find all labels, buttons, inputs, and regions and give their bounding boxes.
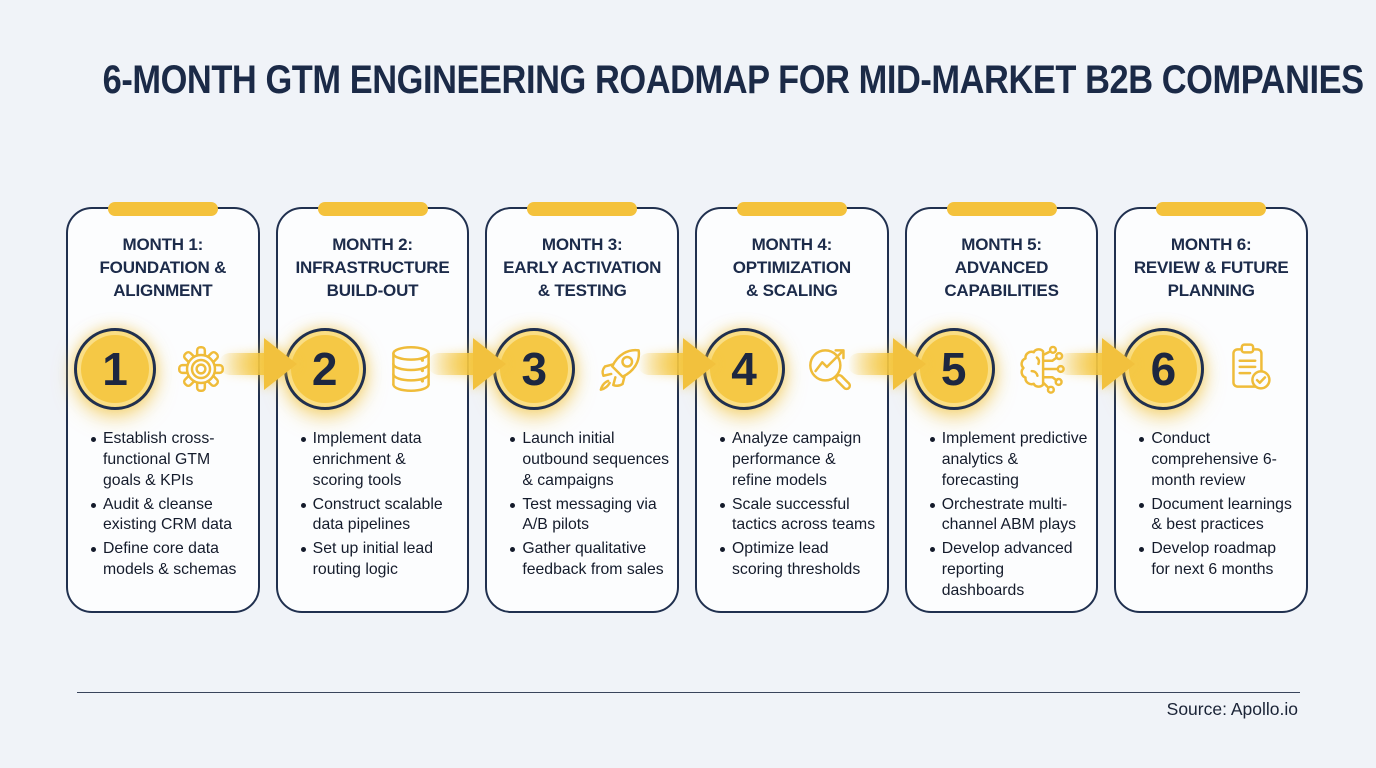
bullet-item: Analyze campaign performance & refine mo… (719, 429, 879, 492)
month-name-line: & TESTING (537, 281, 627, 300)
month-name-line: FOUNDATION & (99, 258, 227, 277)
step-number: 5 (940, 343, 967, 395)
month-card-3: MONTH 3: EARLY ACTIVATION & TESTING 3 La… (485, 201, 680, 613)
month-title: MONTH 1: FOUNDATION & ALIGNMENT (68, 233, 258, 311)
bullet-item: Establish cross-functional GTM goals & K… (90, 429, 250, 492)
month-card-4: MONTH 4: OPTIMIZATION & SCALING 4 Analyz… (695, 201, 889, 613)
month-name-line: ADVANCED (954, 258, 1049, 277)
bullet-item: Develop advanced reporting dashboards (929, 539, 1089, 602)
bullet-item: Audit & cleanse existing CRM data (90, 495, 250, 537)
bullet-list: Implement predictive analytics & forecas… (907, 429, 1097, 602)
clipboard-check-icon (1220, 340, 1278, 398)
footer-divider (77, 692, 1300, 693)
month-card-2: MONTH 2: INFRASTRUCTURE BUILD-OUT 2 (275, 201, 470, 613)
card-top-tab (317, 201, 428, 216)
step-number: 2 (311, 343, 338, 395)
card-top-tab (527, 201, 638, 216)
bullet-list: Conduct comprehensive 6-month review Doc… (1116, 429, 1306, 581)
month-title: MONTH 5: ADVANCED CAPABILITIES (907, 233, 1097, 311)
month-card-6: MONTH 6: REVIEW & FUTURE PLANNING 6 Cond… (1114, 201, 1309, 613)
month-title: MONTH 2: INFRASTRUCTURE BUILD-OUT (278, 233, 468, 311)
month-title: MONTH 6: REVIEW & FUTURE PLANNING (1116, 233, 1306, 311)
month-name-line: ALIGNMENT (113, 281, 213, 300)
magnifier-trend-icon (801, 340, 859, 398)
month-label: MONTH 2: (332, 235, 413, 254)
bullet-item: Launch initial outbound sequences & camp… (509, 429, 669, 492)
month-label: MONTH 1: (122, 235, 204, 254)
bullet-item: Implement predictive analytics & forecas… (929, 429, 1089, 492)
month-label: MONTH 4: (751, 235, 833, 254)
step-row: 6 (1116, 317, 1306, 421)
bullet-list: Establish cross-functional GTM goals & K… (68, 429, 258, 581)
month-name-line: BUILD-OUT (326, 281, 419, 300)
step-number: 3 (521, 343, 548, 395)
month-name-line: EARLY ACTIVATION (503, 258, 662, 277)
bullet-item: Gather qualitative feedback from sales (509, 539, 669, 581)
arrow-right-icon (219, 338, 297, 390)
bullet-item: Scale successful tactics across teams (719, 495, 879, 537)
step-number-badge: 1 (74, 328, 156, 410)
step-number: 1 (102, 343, 128, 395)
month-name-line: INFRASTRUCTURE (295, 258, 450, 277)
bullet-item: Test messaging via A/B pilots (509, 495, 669, 537)
month-label: MONTH 3: (541, 235, 623, 254)
bullet-item: Define core data models & schemas (90, 539, 250, 581)
month-name-line: & SCALING (746, 281, 838, 300)
month-card-1: MONTH 1: FOUNDATION & ALIGNMENT 1 (66, 201, 260, 613)
step-number-badge: 2 (283, 328, 366, 410)
bullet-item: Construct scalable data pipelines (300, 495, 460, 537)
bullet-item: Optimize lead scoring thresholds (719, 539, 879, 581)
bullet-item: Develop roadmap for next 6 months (1138, 539, 1298, 581)
step-number: 4 (731, 343, 757, 395)
arrow-right-icon (428, 338, 506, 390)
step-number-badge: 3 (493, 328, 576, 410)
card-top-tab (1156, 201, 1267, 216)
step-number-badge: 5 (912, 328, 995, 410)
gear-icon (172, 340, 230, 398)
month-title: MONTH 3: EARLY ACTIVATION & TESTING (487, 233, 677, 311)
bullet-item: Set up initial lead routing logic (300, 539, 460, 581)
card-top-tab (107, 201, 218, 216)
step-row: 1 (68, 317, 258, 421)
bullet-list: Implement data enrichment & scoring tool… (278, 429, 468, 581)
month-name-line: CAPABILITIES (944, 281, 1059, 300)
month-name-line: OPTIMIZATION (732, 258, 851, 277)
arrow-right-icon (1057, 338, 1135, 390)
bullet-item: Implement data enrichment & scoring tool… (300, 429, 460, 492)
month-name-line: REVIEW & FUTURE (1133, 258, 1289, 277)
month-card-5: MONTH 5: ADVANCED CAPABILITIES 5 (904, 201, 1099, 613)
source-attribution: Source: Apollo.io (1166, 699, 1298, 719)
bullet-list: Launch initial outbound sequences & camp… (487, 429, 677, 581)
card-top-tab (736, 201, 847, 216)
bullet-list: Analyze campaign performance & refine mo… (697, 429, 887, 581)
bullet-item: Orchestrate multi-channel ABM plays (929, 495, 1089, 537)
month-title: MONTH 4: OPTIMIZATION & SCALING (697, 233, 887, 311)
step-number-badge: 4 (703, 328, 786, 410)
month-label: MONTH 6: (1170, 235, 1252, 254)
arrow-right-icon (848, 338, 926, 390)
page-title-text: 6-MONTH GTM ENGINEERING ROADMAP FOR MID-… (102, 58, 1364, 102)
step-row: 4 (697, 317, 887, 421)
bullet-item: Document learnings & best practices (1138, 495, 1298, 537)
page-title: 6-MONTH GTM ENGINEERING ROADMAP FOR MID-… (0, 58, 1376, 103)
step-number-badge: 6 (1122, 328, 1205, 410)
month-name-line: PLANNING (1167, 281, 1255, 300)
card-top-tab (946, 201, 1057, 216)
month-label: MONTH 5: (961, 235, 1042, 254)
arrow-right-icon (638, 338, 716, 390)
step-row: 2 (278, 317, 468, 421)
step-number: 6 (1150, 343, 1177, 395)
roadmap: MONTH 1: FOUNDATION & ALIGNMENT 1 (66, 201, 1309, 613)
bullet-item: Conduct comprehensive 6-month review (1138, 429, 1298, 492)
